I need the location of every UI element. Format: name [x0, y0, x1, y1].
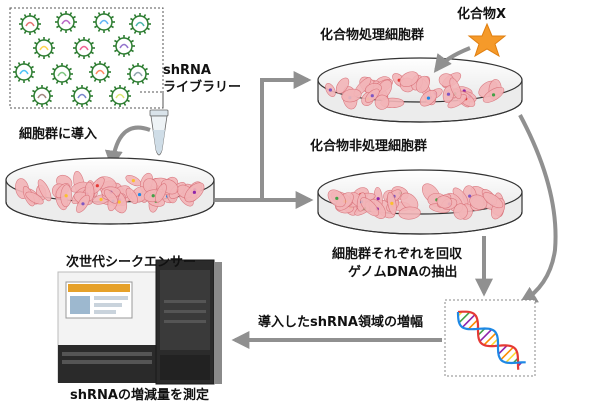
virus-particle-icon — [55, 11, 77, 33]
compound-x-label: 化合物X — [457, 7, 507, 22]
virus-particle-icon — [19, 13, 41, 35]
library-label-line1: shRNA — [163, 63, 211, 78]
arrow-introduce — [104, 125, 151, 169]
cell — [436, 195, 453, 209]
microtube-icon — [149, 109, 169, 156]
virus-particle-icon — [71, 85, 93, 107]
cell — [482, 192, 504, 209]
cell — [447, 94, 467, 109]
branch-arrows — [215, 71, 314, 209]
treated-culture-dish — [317, 57, 523, 123]
measure-label: shRNAの増減量を測定 — [70, 388, 209, 403]
sequencer-machine-icon — [57, 259, 222, 385]
cell-layer — [15, 171, 205, 214]
virus-particle-icon — [51, 63, 73, 85]
arrow-compound — [433, 46, 471, 73]
sequencer-label: 次世代シークエンサー — [66, 255, 197, 270]
cell — [399, 71, 419, 88]
virus-particle-icon — [89, 61, 111, 83]
dna-helix-icon — [456, 310, 526, 370]
virus-particle-icon — [113, 35, 135, 57]
untreated-culture-dish — [317, 169, 523, 235]
cell — [415, 75, 430, 93]
cell — [103, 189, 118, 204]
virus-particle-icon — [73, 37, 95, 59]
amplify-label: 導入したshRNA領域の増幅 — [258, 315, 423, 330]
library-callout — [140, 91, 164, 108]
untreated-group-label: 化合物非処理細胞群 — [310, 139, 428, 154]
shrna-library-box — [9, 7, 164, 109]
cell — [335, 77, 350, 94]
virus-particle-icon — [109, 85, 131, 107]
cell — [37, 179, 52, 202]
introduce-label: 細胞群に導入 — [19, 127, 98, 142]
cell — [154, 183, 167, 203]
cell — [374, 94, 390, 110]
virus-particles — [13, 11, 151, 107]
cell-layer — [327, 183, 506, 220]
cell — [25, 191, 44, 205]
arrow-treated-to-dna — [518, 114, 558, 304]
cell — [125, 187, 138, 204]
collect-label-line2: ゲノムDNAの抽出 — [348, 265, 458, 280]
cell — [360, 197, 379, 217]
cell-layer — [325, 71, 505, 110]
cell — [398, 206, 421, 220]
virus-particle-icon — [127, 63, 149, 85]
virus-particle-icon — [31, 85, 53, 107]
cell — [469, 194, 488, 210]
treated-group-label: 化合物処理細胞群 — [320, 28, 425, 43]
cell — [341, 88, 362, 103]
library-label-line2: ライブラリー — [163, 80, 242, 95]
cell — [453, 203, 468, 220]
virus-particle-icon — [13, 61, 35, 83]
star-icon — [467, 22, 507, 58]
dna-box — [444, 299, 536, 377]
virus-particle-icon — [93, 11, 115, 33]
main-culture-dish — [5, 157, 215, 225]
cell — [449, 77, 462, 100]
virus-particle-icon — [33, 37, 55, 59]
collect-label-line1: 細胞群それぞれを回収 — [332, 247, 463, 262]
virus-particle-icon — [129, 13, 151, 35]
